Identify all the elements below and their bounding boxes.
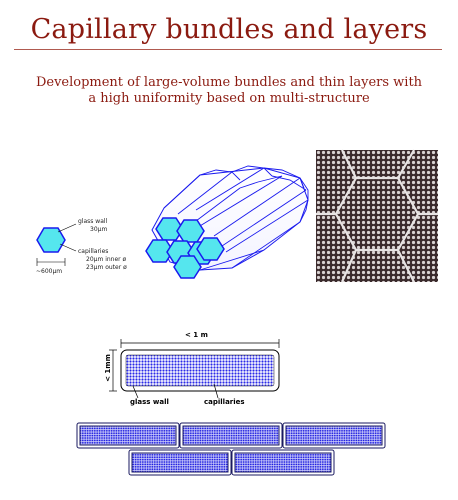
- subtitle: Development of large-volume bundles and …: [0, 75, 458, 107]
- outer-diameter-spec: 23µm outer ø: [86, 264, 127, 271]
- page-title: Capillary bundles and layers: [30, 14, 428, 45]
- subtitle-line-2: a high uniformity based on multi-structu…: [88, 91, 370, 106]
- subtitle-line-1: Development of large-volume bundles and …: [35, 75, 423, 90]
- layer-width-label: < 1 m: [185, 331, 208, 339]
- glass-wall-label: glass wall: [78, 218, 108, 225]
- inner-diameter-spec: 20µm inner ø: [86, 256, 127, 263]
- title-divider: [14, 49, 442, 50]
- capillaries-label: capillaries: [78, 248, 109, 255]
- layer-capillaries-label: capillaries: [204, 398, 245, 406]
- capillary-width-label: ~600µm: [36, 268, 63, 275]
- bundle-micrograph: [316, 149, 438, 283]
- layer-glass-wall-label: glass wall: [130, 398, 169, 406]
- glass-wall-size: 30µm: [90, 226, 108, 233]
- layer-height-label: < 1mm: [103, 354, 112, 382]
